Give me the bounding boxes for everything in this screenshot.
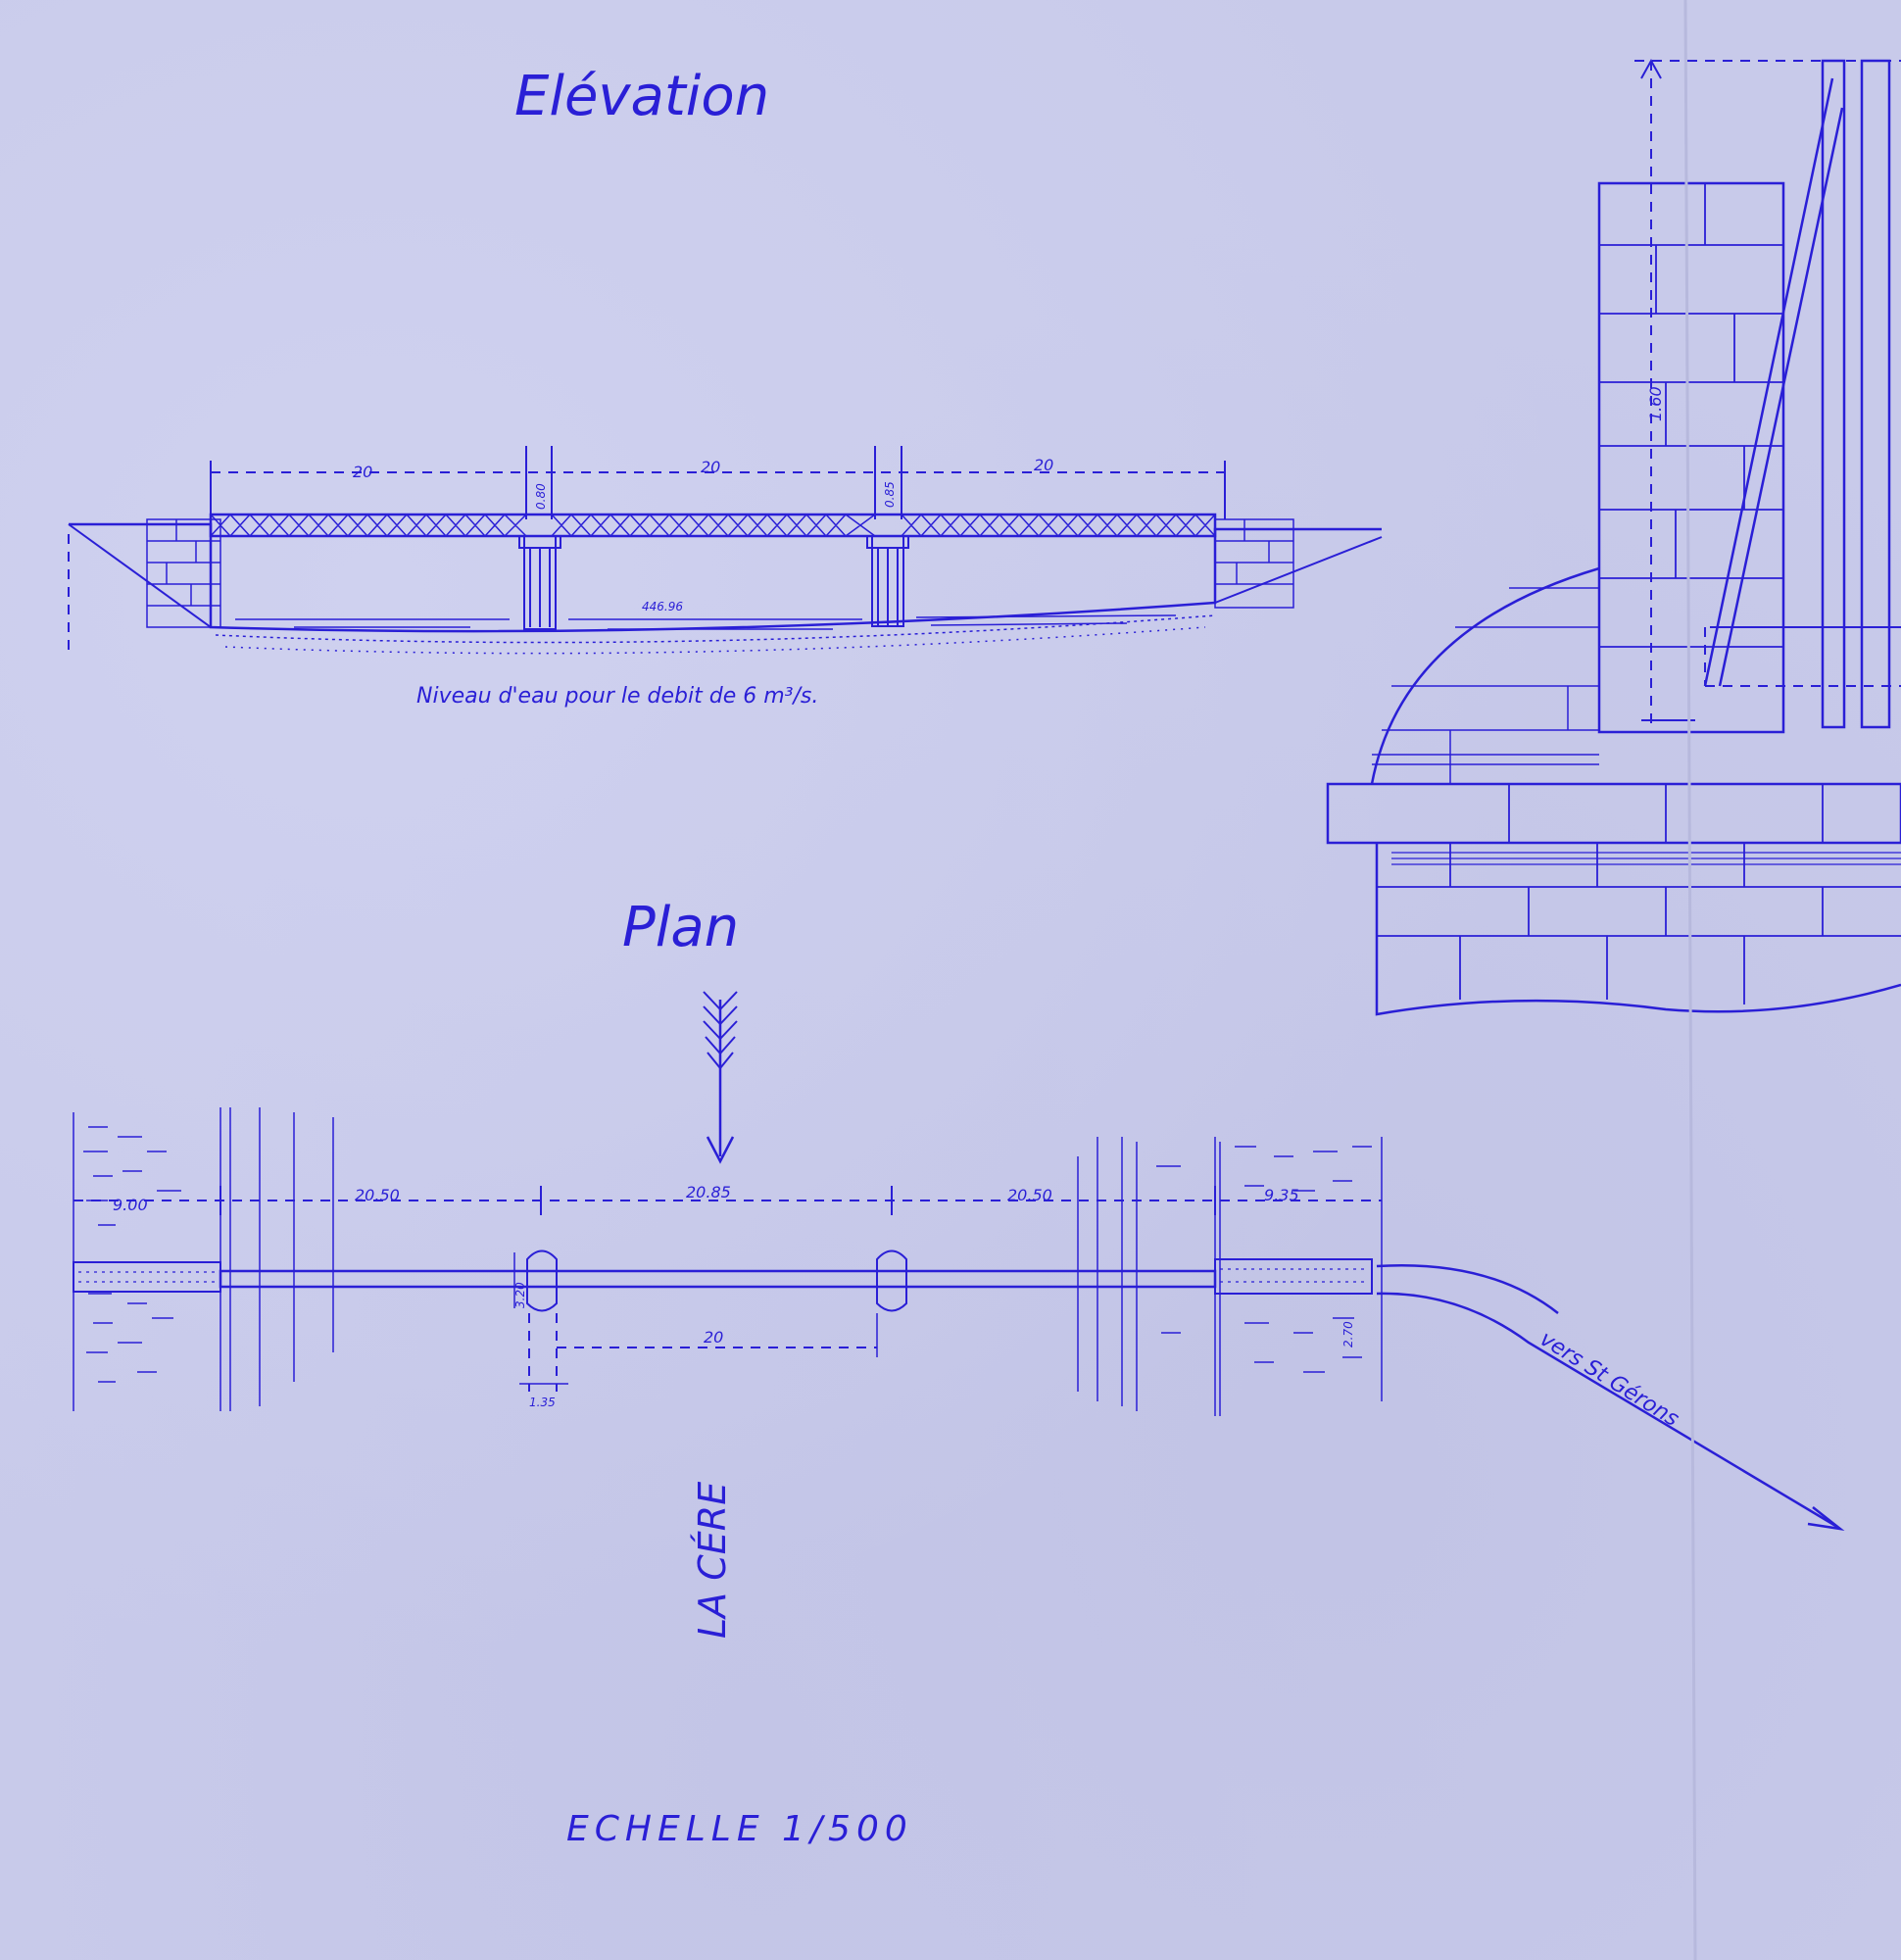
elevation-drawing: 20 20 20 0.80 0.85 bbox=[68, 446, 1383, 709]
elev-span-mid: 20 bbox=[701, 458, 720, 476]
pier-detail-drawing: 1.60 bbox=[1326, 58, 1901, 1016]
paper-fold bbox=[1683, 0, 1697, 1960]
plan-pier-width-dim: 3.20 bbox=[513, 1282, 527, 1308]
plan-right-abutment-dim: 2.70 bbox=[1341, 1321, 1355, 1348]
detail-height-dim: 1.60 bbox=[1646, 386, 1665, 421]
water-level-note: Niveau d'eau pour le debit de 6 m³/s. bbox=[416, 684, 818, 709]
elevation-piers bbox=[518, 535, 909, 630]
elev-pier-left-dim: 0.80 bbox=[534, 483, 548, 510]
elev-span-left: 20 bbox=[353, 463, 372, 481]
plan-title: Plan bbox=[622, 896, 739, 959]
plan-right-bank-dim: 9.35 bbox=[1264, 1186, 1299, 1204]
plan-span-1-dim: 20.50 bbox=[355, 1186, 400, 1204]
plan-span-3-dim: 20.50 bbox=[1007, 1186, 1052, 1204]
plan-left-bank-dim: 9.00 bbox=[113, 1196, 148, 1214]
elev-pier-right-dim: 0.85 bbox=[883, 481, 897, 508]
scale-label: ECHELLE 1/500 bbox=[566, 1809, 913, 1849]
elevation-title: Elévation bbox=[514, 65, 769, 128]
plan-pier-depth-dim: 1.35 bbox=[529, 1396, 556, 1409]
road-label: vers St Gérons bbox=[1535, 1327, 1683, 1432]
river-label: LA CÉRE bbox=[691, 1482, 734, 1639]
plan-drawing: 9.00 20.50 20.85 20.50 9.35 3.20 1.35 20… bbox=[73, 991, 1845, 1639]
elev-span-right: 20 bbox=[1034, 456, 1053, 474]
flow-arrow-icon bbox=[703, 991, 738, 1164]
plan-clear-span-dim: 20 bbox=[704, 1328, 723, 1347]
truss-deck bbox=[209, 513, 1217, 538]
plan-span-2-dim: 20.85 bbox=[686, 1183, 731, 1201]
elev-water-elevation: 446.96 bbox=[642, 600, 683, 613]
plan-piers bbox=[526, 1250, 907, 1312]
